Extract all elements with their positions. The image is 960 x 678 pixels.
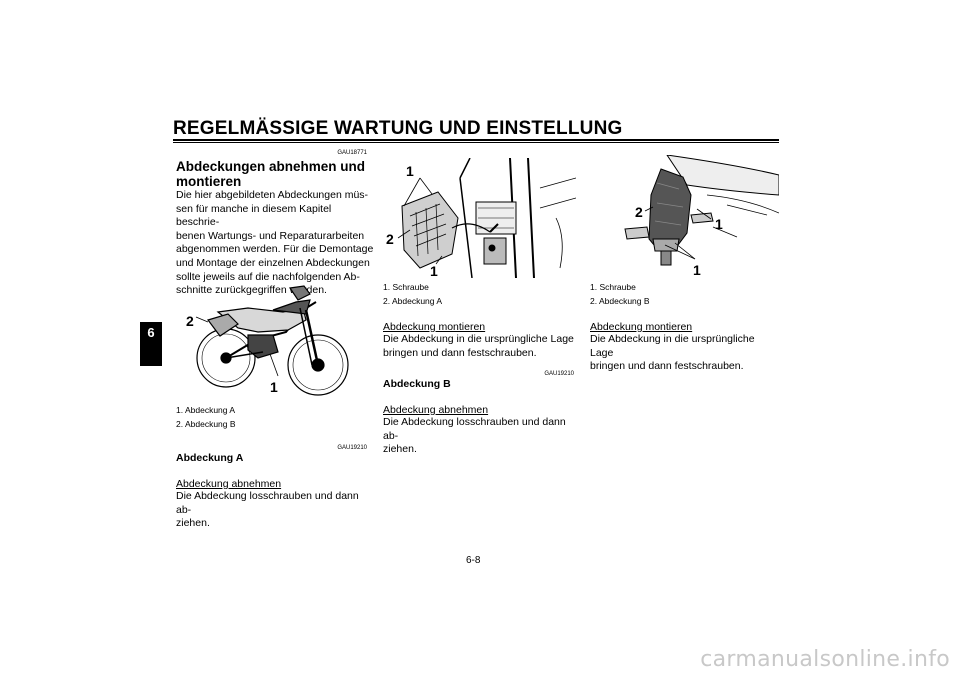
figure-label: 1 [430,263,438,278]
watermark: carmanualsonline.info [700,647,950,672]
cover-b-figure: 2 1 1 [587,155,779,277]
subsection-heading: Abdeckung B [383,378,451,390]
motorcycle-figure: 2 1 [186,285,349,396]
page-title: REGELMÄSSIGE WARTUNG UND EINSTELLUNG [173,118,623,139]
front-wheel [287,334,349,396]
title-rule-thin [173,142,779,143]
section-code: GAU18771 [337,150,367,156]
step-title: Abdeckung abnehmen [176,478,282,490]
figure-label: 1 [693,262,701,277]
step-paragraph: Die Abdeckung in die ursprüngliche Lage … [590,333,755,373]
page-number: 6-8 [466,555,481,566]
caption-item: 2. Abdeckung B [590,296,650,306]
caption-item: 1. Schraube [590,282,636,292]
section-code: GAU19210 [544,371,574,377]
step-title: Abdeckung abnehmen [383,404,489,416]
intro-paragraph: Die hier abgebildeten Abdeckungen müs- s… [176,189,374,297]
figure-label: 2 [386,231,394,247]
figure-label: 2 [186,313,194,329]
figure-label: 2 [635,204,643,220]
step-paragraph: Die Abdeckung losschrauben und dann ab- … [383,416,566,456]
subsection-heading: Abdeckung A [176,452,244,464]
step-paragraph: Die Abdeckung losschrauben und dann ab- … [176,490,359,530]
title-rule [173,139,779,141]
figure-label: 1 [406,163,414,179]
step-paragraph: Die Abdeckung in die ursprüngliche Lage … [383,333,574,359]
caption-item: 1. Schraube [383,282,429,292]
section-code: GAU19210 [337,445,367,451]
figure-label: 1 [270,379,278,395]
caption-item: 1. Abdeckung A [176,405,236,415]
chapter-tab: 6 [140,322,162,366]
cover-a-figure: 1 2 1 [380,158,576,278]
section-heading: Abdeckungen abnehmen und montieren [176,159,366,189]
step-title: Abdeckung montieren [590,321,693,333]
caption-item: 2. Abdeckung B [176,419,236,429]
figure-label: 1 [715,216,723,232]
caption-item: 2. Abdeckung A [383,296,443,306]
step-title: Abdeckung montieren [383,321,486,333]
